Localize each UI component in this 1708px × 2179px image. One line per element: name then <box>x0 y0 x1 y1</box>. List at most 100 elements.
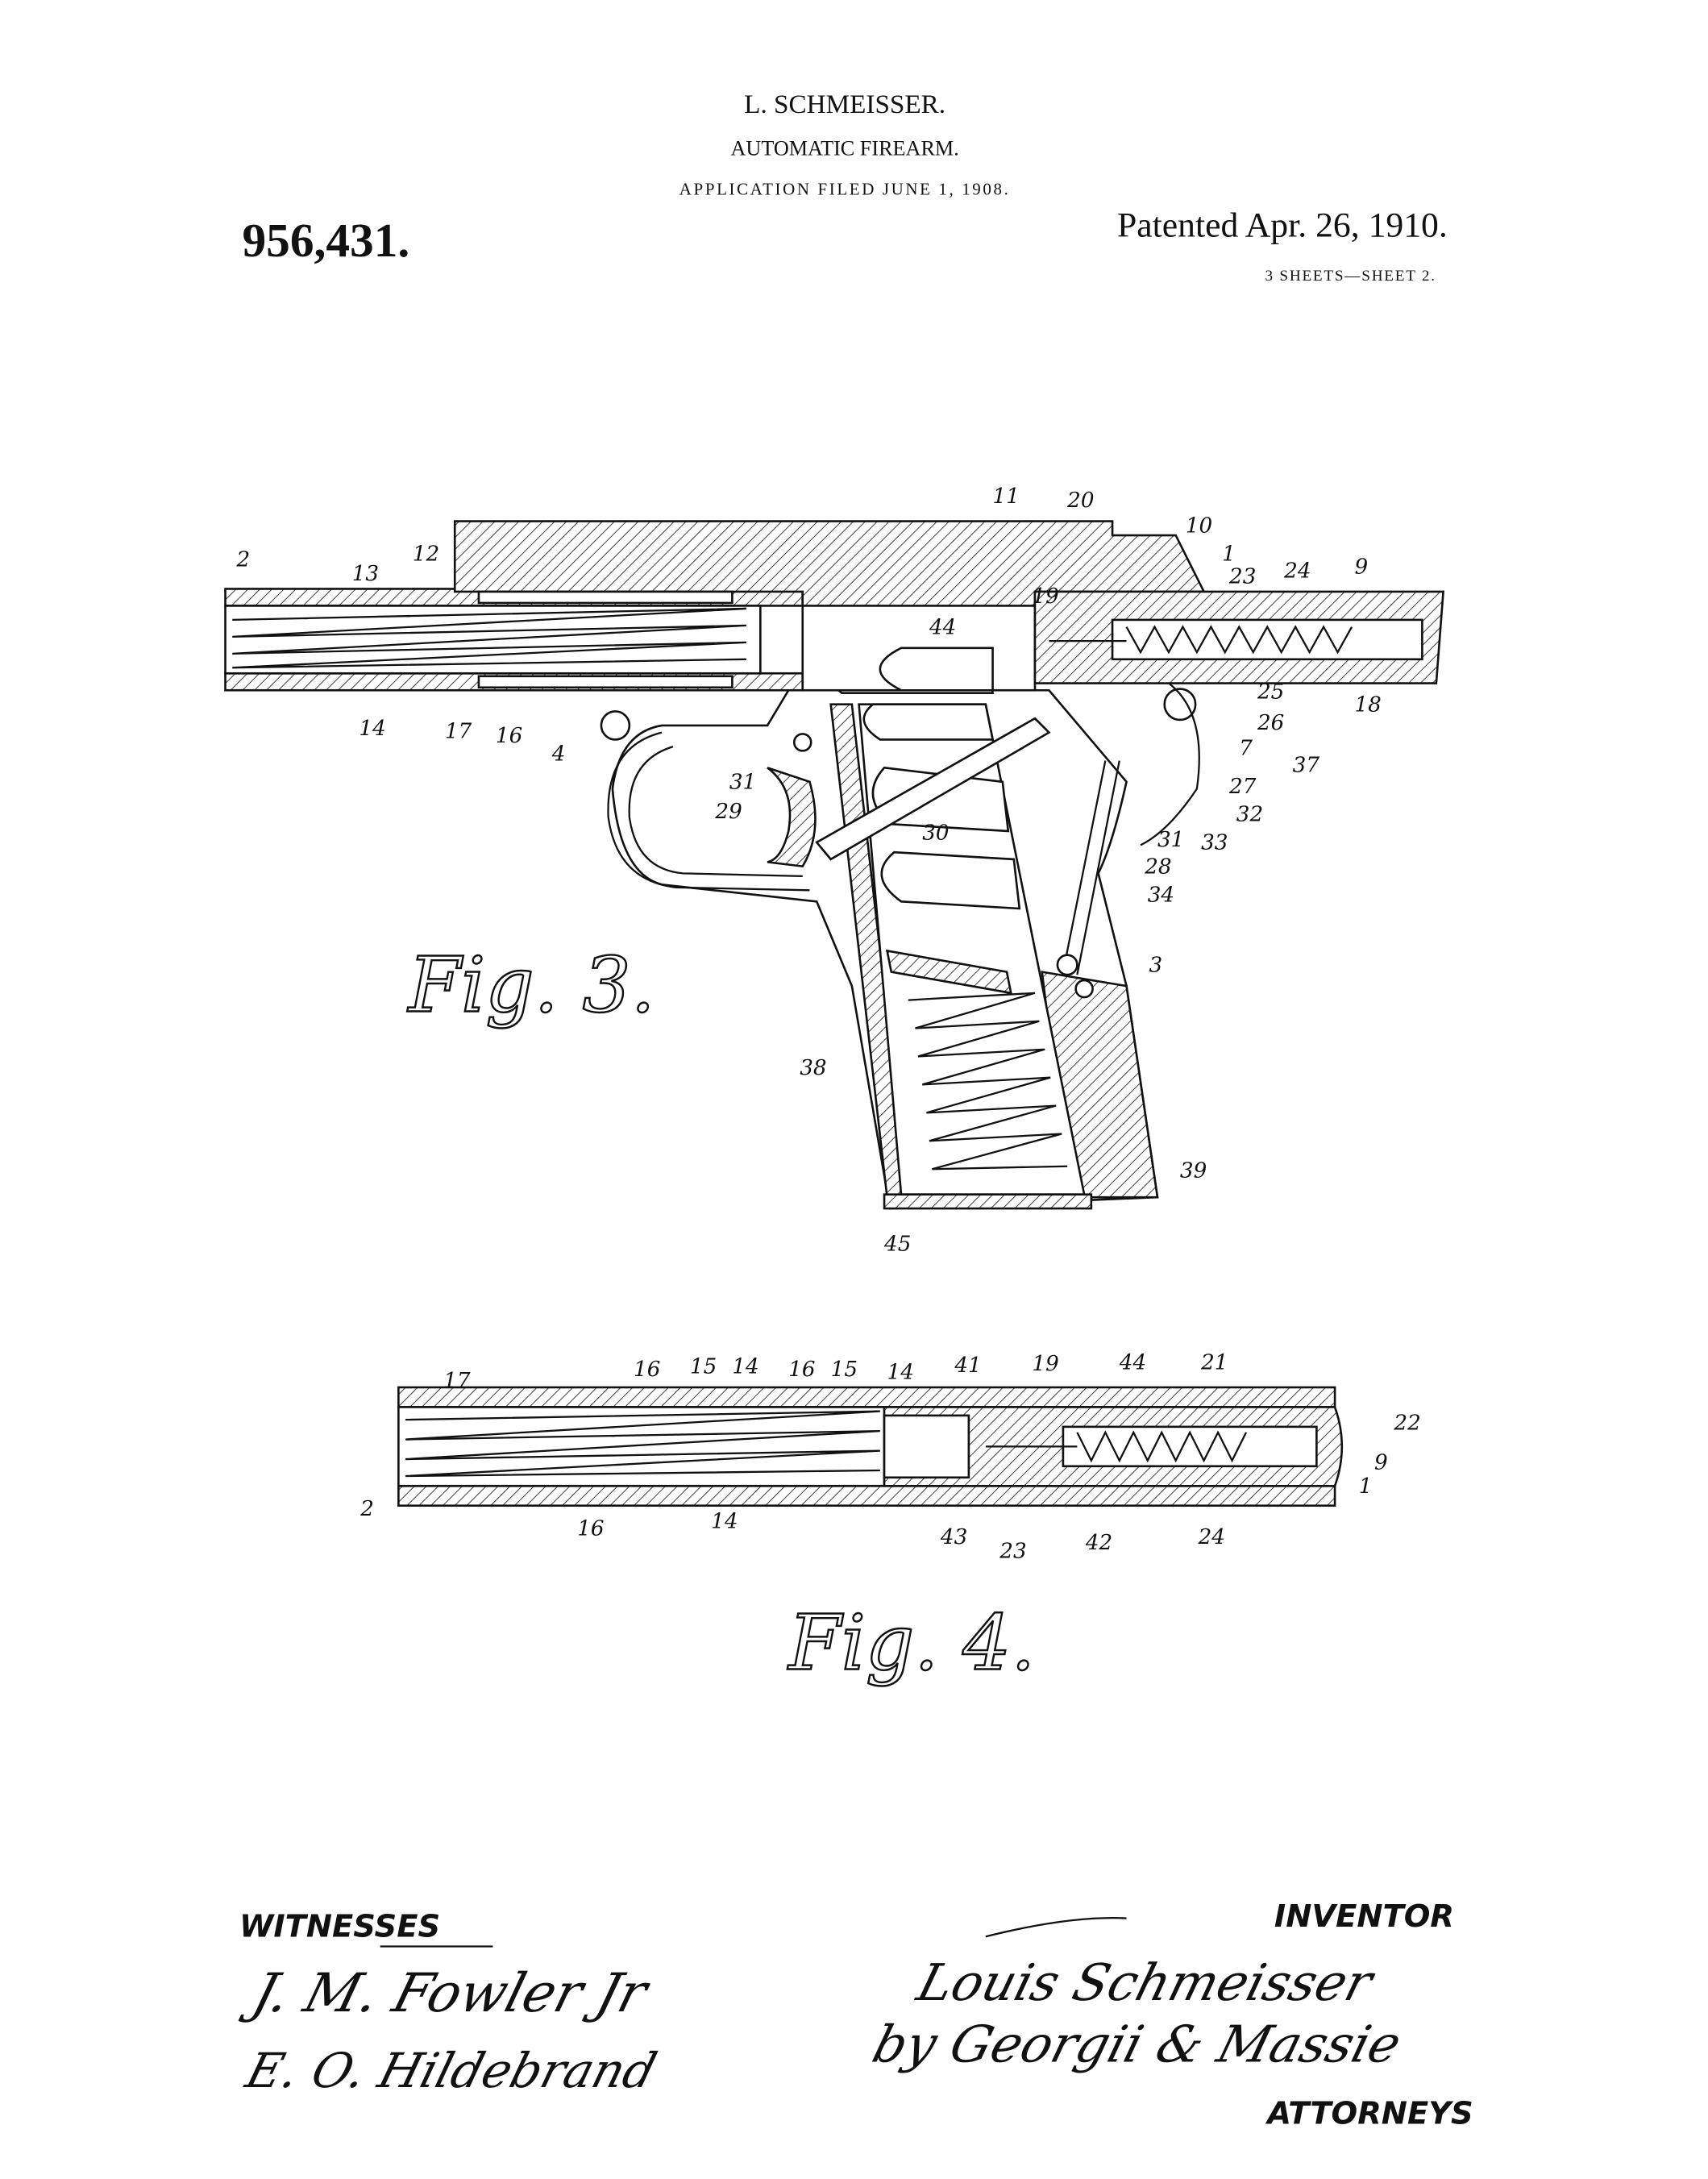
firing-pin-spring <box>1076 1430 1248 1463</box>
pivot-pin <box>1074 979 1094 999</box>
outer-sleeve-bottom <box>397 1484 1336 1507</box>
reference-numeral: 43 <box>940 1525 967 1549</box>
reference-numeral: 2 <box>235 548 250 572</box>
reference-numeral: 24 <box>1283 559 1311 583</box>
reference-numeral: 21 <box>1200 1350 1228 1374</box>
reference-numeral: 14 <box>732 1355 758 1379</box>
reference-numeral: 1 <box>1359 1474 1373 1499</box>
fig-3-reference-numerals: 2 13 12 11 20 10 123 24 9 19 44 14 17 16 4 25 18 267 37 27 3… <box>235 484 1381 1257</box>
reference-numeral: 19 <box>1032 584 1058 609</box>
patented-date: Patented Apr. 26, 1910. <box>1117 206 1448 245</box>
reference-numeral: 44 <box>1119 1350 1146 1374</box>
application-filed: APPLICATION FILED JUNE 1, 1908. <box>679 179 1011 198</box>
patent-header: L. SCHMEISSER. AUTOMATIC FIREARM. APPLIC… <box>242 89 1447 285</box>
reference-numeral: 25 <box>1257 680 1284 705</box>
fig-3-caption: Fig. 3. <box>407 942 655 1030</box>
trigger <box>767 767 817 868</box>
reference-numeral: 33 <box>1201 831 1228 855</box>
reference-numeral: 4 <box>551 742 566 767</box>
reference-numeral: 11 <box>993 484 1020 509</box>
invention-title: AUTOMATIC FIREARM. <box>731 136 959 160</box>
witnesses-heading: WITNESSES <box>239 1908 440 1944</box>
barrel-rifling <box>232 607 746 669</box>
chambered-cartridge <box>879 647 994 692</box>
reference-numeral: 12 <box>413 543 439 567</box>
trigger-pivot <box>792 733 812 752</box>
reference-numeral: 42 <box>1085 1531 1112 1555</box>
inventor-name: L. SCHMEISSER. <box>744 89 945 119</box>
reference-numeral: 23 <box>999 1539 1026 1563</box>
patent-number: 956,431. <box>242 214 409 267</box>
witness-1-signature: J. M. Fowler Jr <box>237 1961 657 2024</box>
fig-3-pistol-section <box>224 520 1444 1210</box>
reference-numeral: 26 <box>1257 711 1284 735</box>
reference-numeral: 17 <box>443 1369 471 1393</box>
reference-numeral: 44 <box>929 615 956 639</box>
reference-numeral: 9 <box>1374 1450 1388 1474</box>
sheet-count: 3 SHEETS—SHEET 2. <box>1265 268 1436 285</box>
reference-numeral: 15 <box>690 1355 717 1379</box>
reference-numeral: 17 <box>445 720 472 744</box>
reference-numeral: 27 <box>1228 775 1257 799</box>
hammer <box>1140 667 1200 846</box>
trigger-guard <box>607 731 810 892</box>
magazine-follower <box>885 949 1012 995</box>
attorneys-signature: by Georgii & Massie <box>866 2016 1407 2075</box>
signature-block: WITNESSES J. M. Fowler Jr E. O. Hildebra… <box>237 1898 1473 2132</box>
reference-numeral: 9 <box>1355 555 1369 579</box>
reference-numeral: 41 <box>954 1354 981 1378</box>
signature-flourish <box>985 1917 1127 1938</box>
fig-4-caption: Fig. 4. <box>787 1599 1035 1687</box>
reference-numeral: 20 <box>1066 489 1094 513</box>
recoil-spring-channel <box>477 590 733 605</box>
inventor-signature: Louis Schmeisser <box>910 1954 1381 2013</box>
pivot-pin <box>1056 954 1078 976</box>
reference-numeral: 23 <box>1228 564 1256 588</box>
magazine-floorplate <box>883 1193 1093 1210</box>
reference-numeral: 34 <box>1148 883 1174 907</box>
barrel-rifling <box>405 1410 880 1478</box>
reference-numeral: 14 <box>359 717 385 741</box>
reference-numeral: 3 <box>1149 954 1162 978</box>
takedown-pin <box>600 710 631 741</box>
reference-numeral: 22 <box>1393 1411 1420 1435</box>
reference-numeral: 24 <box>1198 1525 1225 1549</box>
firing-pin-spring <box>1125 625 1353 655</box>
reference-numeral: 38 <box>800 1056 826 1080</box>
reference-numeral: 18 <box>1355 692 1382 717</box>
reference-numeral: 15 <box>831 1358 858 1382</box>
reference-numeral: 37 <box>1293 754 1320 778</box>
reference-numeral: 19 <box>1032 1352 1058 1376</box>
reference-numeral: 7 <box>1239 737 1253 761</box>
barrel-bore <box>224 605 762 675</box>
inventor-heading: INVENTOR <box>1274 1898 1454 1935</box>
reference-numeral: 2 <box>359 1497 374 1521</box>
reference-numeral: 16 <box>496 724 522 748</box>
reference-numeral: 30 <box>922 821 949 845</box>
reference-numeral: 16 <box>577 1516 604 1541</box>
cartridge-chamber <box>883 1414 970 1479</box>
reference-numeral: 1 <box>1222 543 1236 567</box>
hammer-pin <box>1163 688 1197 721</box>
reference-numeral: 39 <box>1180 1159 1207 1183</box>
reference-numeral: 29 <box>714 800 742 824</box>
reference-numeral: 28 <box>1144 855 1171 879</box>
outer-sleeve-top <box>397 1386 1336 1408</box>
ejector-lever <box>815 717 1051 861</box>
reference-numeral: 32 <box>1236 803 1263 827</box>
reference-numeral: 31 <box>1157 828 1184 852</box>
reference-numeral: 45 <box>883 1233 911 1257</box>
reference-numeral: 31 <box>729 771 756 795</box>
reference-numeral: 14 <box>711 1510 738 1534</box>
sear-bar <box>1062 760 1120 975</box>
witness-2-signature: E. O. Hildebrand <box>239 2044 662 2099</box>
fig-4-barrel-section <box>397 1386 1344 1507</box>
recoil-spring-channel <box>477 675 733 689</box>
attorneys-heading: ATTORNEYS <box>1265 2096 1473 2132</box>
reference-numeral: 10 <box>1186 514 1212 539</box>
reference-numeral: 14 <box>887 1360 914 1384</box>
reference-numeral: 16 <box>788 1358 815 1382</box>
reference-numeral: 13 <box>352 562 379 586</box>
